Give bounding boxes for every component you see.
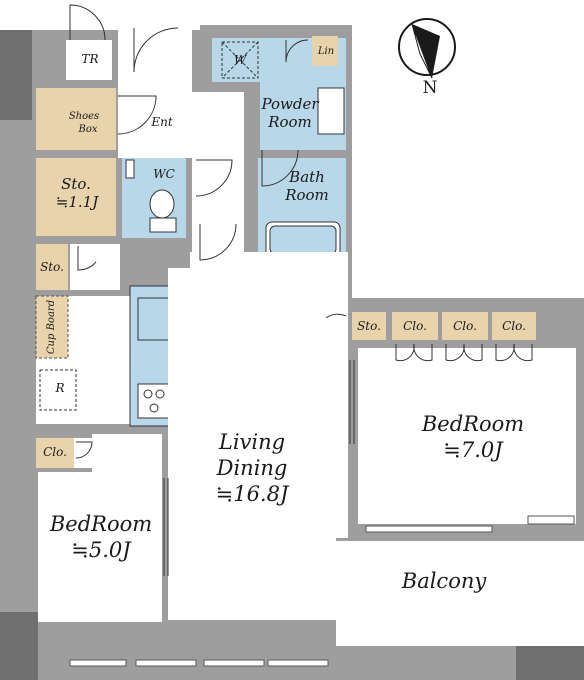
label-powder-room-2: Room: [268, 113, 312, 131]
bedroom-large-area: [358, 348, 576, 524]
storage-2: [36, 244, 68, 290]
refrigerator-box: [39, 369, 77, 411]
balcony-area: [336, 538, 584, 646]
label-closet-right-2: Clo.: [453, 319, 477, 333]
label-linen: Lin: [317, 46, 335, 57]
living-dining: [168, 268, 348, 620]
label-closet-right-3: Clo.: [502, 319, 526, 333]
closet-right-2: [442, 312, 488, 340]
washer-area: [212, 38, 260, 82]
closet-right-1: [392, 312, 438, 340]
bedroom-small-area: [38, 472, 162, 622]
label-dining: Dining: [216, 456, 288, 480]
label-tr: TR: [81, 52, 99, 66]
column-bottom-left: [0, 612, 38, 680]
label-powder-room-1: Powder: [261, 95, 319, 113]
compass: [398, 18, 456, 79]
compass-needle-icon: [412, 24, 440, 78]
label-closet-left: Clo.: [43, 445, 67, 459]
storage-3: [352, 312, 386, 340]
label-storage-2: Sto.: [40, 260, 64, 274]
compass-label: N: [422, 78, 438, 98]
closet-left: [36, 438, 74, 468]
label-shoes-box-2: Box: [78, 124, 98, 135]
hall-area: [192, 92, 244, 252]
label-storage-1-size: ≒1.1J: [55, 193, 99, 211]
label-cupboard: Cup Board: [46, 299, 57, 355]
label-balcony: Balcony: [401, 569, 487, 593]
label-bedroom-small: BedRoom: [49, 512, 153, 536]
label-bedroom-large: BedRoom: [421, 412, 525, 436]
label-bath-room-1: Bath: [289, 168, 325, 186]
label-living: Living: [218, 430, 286, 454]
label-refrigerator: R: [55, 381, 65, 395]
cooktop: [137, 383, 173, 419]
cupboard: [35, 295, 69, 359]
tr-area: [66, 40, 112, 80]
toilet-bowl: [149, 189, 175, 219]
closet-right-3: [492, 312, 536, 340]
label-closet-right-1: Clo.: [403, 319, 427, 333]
door-swings: [69, 4, 533, 576]
label-bedroom-large-size: ≒7.0J: [443, 438, 503, 462]
storage-1: [36, 158, 116, 236]
label-bath-room-2: Room: [285, 186, 329, 204]
linen-shelf: [312, 36, 338, 66]
column-top-left: [0, 30, 32, 120]
wc-handrail: [125, 159, 135, 179]
vanity: [317, 87, 345, 135]
washer-box: [221, 41, 259, 79]
label-shoes-box-1: Shoes: [68, 111, 100, 122]
label-bedroom-small-size: ≒5.0J: [71, 538, 131, 562]
label-wc: WC: [153, 167, 175, 181]
label-living-size: ≒16.8J: [215, 482, 289, 506]
toilet-tank: [149, 217, 177, 233]
label-storage-1-name: Sto.: [61, 175, 91, 193]
ent-area: [118, 28, 192, 158]
label-ent: Ent: [151, 115, 173, 129]
label-storage-3: Sto.: [357, 319, 381, 333]
label-washer: W: [233, 53, 247, 67]
windows: [69, 515, 575, 667]
shoes-box: [36, 88, 116, 150]
